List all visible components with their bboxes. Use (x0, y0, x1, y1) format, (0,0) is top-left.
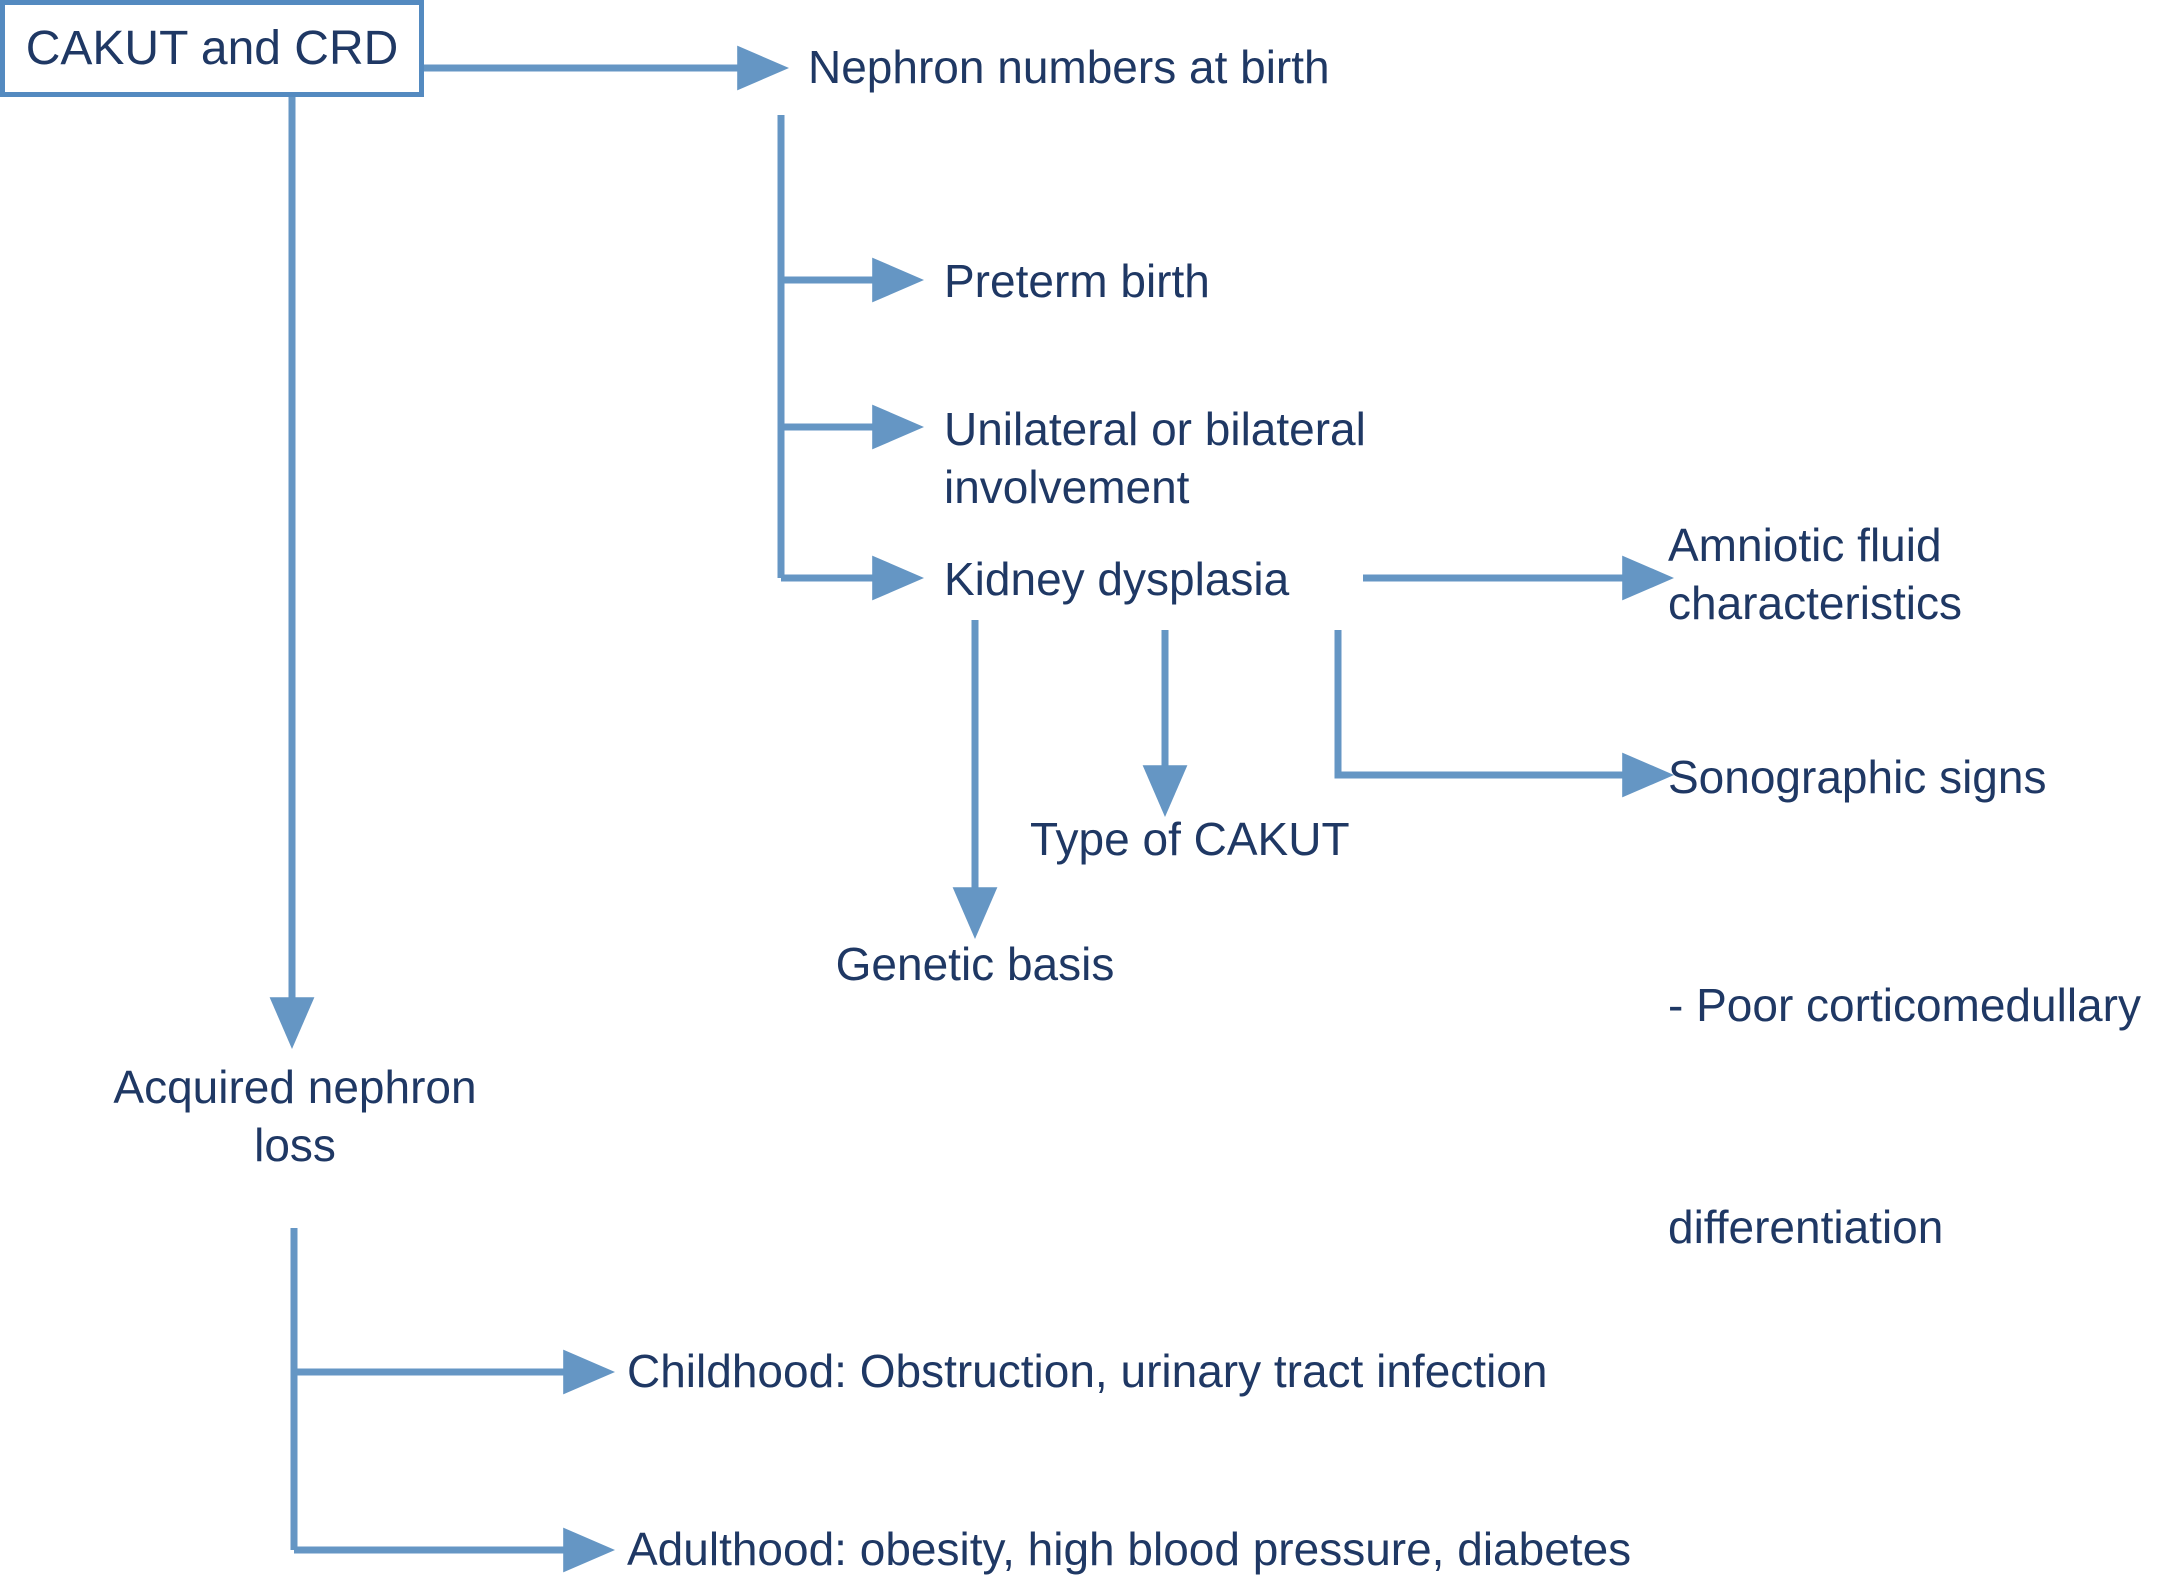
node-acquired-nephron-loss[interactable]: Acquired nephron loss (113, 1061, 477, 1171)
node-root-cakut-crd[interactable]: CAKUT and CRD (0, 0, 424, 97)
node-childhood[interactable]: Childhood: Obstruction, urinary tract in… (627, 1345, 1548, 1397)
sonographic-signs-details: - Poor corticomedullary differentiation … (1668, 820, 2180, 1589)
node-root-label: CAKUT and CRD (25, 21, 399, 75)
node-kidney-dysplasia[interactable]: Kidney dysplasia (944, 553, 1290, 605)
node-amniotic-fluid[interactable]: Amniotic fluid characteristics (1668, 519, 1962, 629)
node-unilateral-bilateral[interactable]: Unilateral or bilateral involvement (944, 403, 1366, 513)
node-adulthood[interactable]: Adulthood: obesity, high blood pressure,… (627, 1523, 1632, 1575)
node-type-of-cakut[interactable]: Type of CAKUT (1030, 813, 1350, 865)
edge-dysplasia-to-sonographic (1334, 630, 1674, 798)
node-sonographic-signs[interactable]: Sonographic signs (1668, 751, 2047, 803)
node-genetic-basis[interactable]: Genetic basis (835, 938, 1115, 990)
sonographic-detail-item: differentiation (1668, 1201, 1944, 1253)
node-nephron-numbers[interactable]: Nephron numbers at birth (808, 41, 1330, 93)
sonographic-detail-item: - Poor corticomedullary (1668, 979, 2141, 1031)
node-preterm-birth[interactable]: Preterm birth (944, 255, 1210, 307)
